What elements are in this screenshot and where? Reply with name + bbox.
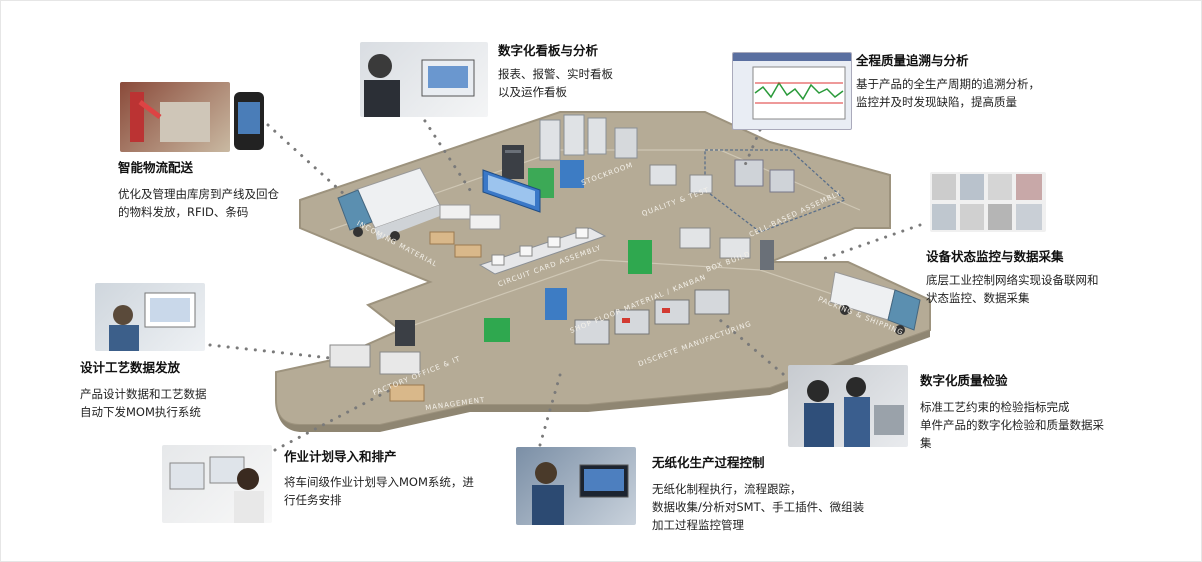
person-at-monitor-icon (364, 54, 475, 117)
desc-line: 优化及管理由库房到产线及回仓 (118, 187, 279, 201)
callout-title: 智能物流配送 (118, 160, 194, 175)
technician-at-station-icon (532, 462, 629, 525)
logistics-photo (120, 82, 230, 152)
connector-design (208, 343, 332, 360)
connector-logistics (266, 123, 347, 197)
desc-line: 自动下发MOM执行系统 (80, 405, 201, 419)
callout-description: 将车间级作业计划导入MOM系统，进 行任务安排 (284, 473, 474, 509)
dashboard-photo (360, 42, 488, 117)
callout-design: 设计工艺数据发放 产品设计数据和工艺数据 自动下发MOM执行系统 (80, 357, 207, 421)
callout-equipment: 设备状态监控与数据采集 底层工业控制网络实现设备联网和 状态监控、数据采集 (926, 246, 1099, 307)
desc-line: 集 (920, 436, 932, 450)
incoming-truck-icon (337, 167, 441, 241)
connector-paperless (538, 373, 562, 447)
paperless-photo (516, 447, 636, 525)
connector-equipment (818, 223, 922, 262)
dashboard-screen-icon (482, 169, 541, 213)
desc-line: 加工过程监控管理 (652, 518, 744, 532)
callout-description: 报表、报警、实时看板 以及运作看板 (498, 65, 613, 101)
inspection-photo (788, 365, 908, 447)
callout-description: 底层工业控制网络实现设备联网和 状态监控、数据采集 (926, 271, 1099, 307)
callout-inspection: 数字化质量检验 标准工艺约束的检验指标完成 单件产品的数字化检验和质量数据采 集 (920, 370, 1104, 452)
callout-title: 作业计划导入和排产 (284, 449, 397, 464)
callout-description: 标准工艺约束的检验指标完成 单件产品的数字化检验和质量数据采 集 (920, 398, 1104, 452)
callout-title: 数字化质量检验 (920, 373, 1008, 388)
trace-chart-icon (733, 53, 851, 120)
callout-title: 设备状态监控与数据采集 (926, 249, 1064, 264)
callout-dashboard: 数字化看板与分析 报表、报警、实时看板 以及运作看板 (498, 40, 613, 101)
callout-description: 无纸化制程执行，流程跟踪， 数据收集/分析对SMT、手工插件、微组装 加工过程监… (652, 480, 864, 534)
desc-line: 监控并及时发现缺陷，提高质量 (856, 95, 1017, 109)
callout-scheduling: 作业计划导入和排产 将车间级作业计划导入MOM系统，进 行任务安排 (284, 446, 474, 509)
shipping-truck-icon (829, 271, 921, 335)
quality-trace-screenshot (732, 52, 852, 130)
blue-bin-rack-icon (560, 160, 584, 188)
phone-screen (238, 102, 260, 134)
desc-line: 以及运作看板 (498, 85, 567, 99)
desc-line: 底层工业控制网络实现设备联网和 (926, 273, 1099, 287)
equipment-grid-photo (930, 172, 1046, 232)
desc-line: 基于产品的全生产周期的追溯分析， (856, 77, 1040, 91)
box-build-station-icon (679, 227, 774, 270)
callout-title: 全程质量追溯与分析 (856, 53, 969, 68)
desc-line: 标准工艺约束的检验指标完成 (920, 400, 1070, 414)
warehouse-robot-icon (130, 92, 210, 142)
equipment-thumbnails-icon (932, 174, 1042, 230)
server-rack-icon (502, 145, 524, 179)
discrete-manufacturing-line-icon (574, 289, 730, 345)
callout-description: 基于产品的全生产周期的追溯分析， 监控并及时发现缺陷，提高质量 (856, 75, 1040, 111)
design-photo (95, 283, 205, 351)
factory-office-cubicles-icon (329, 320, 425, 402)
connector-quality-trace (743, 128, 762, 167)
desc-line: 行任务安排 (284, 493, 342, 507)
desc-line: 产品设计数据和工艺数据 (80, 387, 207, 401)
callout-description: 产品设计数据和工艺数据 自动下发MOM执行系统 (80, 385, 207, 421)
stockroom-shelves-icon (539, 114, 638, 161)
connector-scheduling (273, 388, 392, 452)
circuit-assembly-line-icon (478, 227, 607, 275)
desc-line: 报表、报警、实时看板 (498, 67, 613, 81)
engineer-at-monitor-icon (109, 292, 196, 351)
desc-line: 将车间级作业计划导入MOM系统，进 (284, 475, 474, 489)
mobile-device-photo (234, 92, 264, 150)
quality-test-machines-icon (649, 159, 795, 194)
callout-description: 优化及管理由库房到产线及回仓 的物料发放，RFID、条码 (118, 185, 279, 221)
callout-paperless: 无纸化生产过程控制 无纸化制程执行，流程跟踪， 数据收集/分析对SMT、手工插件… (652, 452, 864, 534)
callout-logistics: 智能物流配送 优化及管理由库房到产线及回仓 的物料发放，RFID、条码 (118, 157, 279, 221)
workstation-group-icon (429, 204, 501, 258)
callout-quality-trace: 全程质量追溯与分析 基于产品的全生产周期的追溯分析， 监控并及时发现缺陷，提高质… (856, 50, 1040, 111)
blue-bin-rack-icon (545, 288, 567, 320)
operators-at-computers-icon (169, 456, 264, 523)
green-bin-rack-icon (484, 318, 510, 342)
desc-line: 的物料发放，RFID、条码 (118, 205, 249, 219)
desc-line: 状态监控、数据采集 (926, 291, 1030, 305)
desc-line: 无纸化制程执行，流程跟踪， (652, 482, 802, 496)
callout-title: 设计工艺数据发放 (80, 360, 181, 375)
callout-title: 数字化看板与分析 (498, 43, 599, 58)
callout-title: 无纸化生产过程控制 (652, 455, 765, 470)
green-bin-rack-icon (628, 240, 652, 274)
inspectors-icon (804, 377, 904, 447)
factory-floor (275, 111, 931, 426)
connector-inspection (718, 318, 792, 382)
desc-line: 数据收集/分析对SMT、手工插件、微组装 (652, 500, 865, 514)
scheduling-photo (162, 445, 272, 523)
desc-line: 单件产品的数字化检验和质量数据采 (920, 418, 1104, 432)
